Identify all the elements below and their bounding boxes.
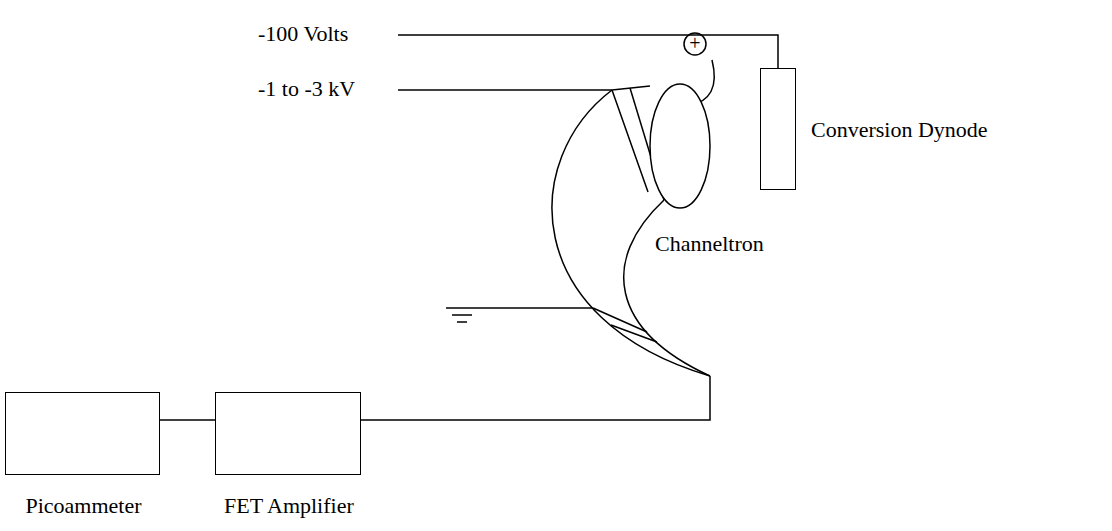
signal-wire bbox=[160, 419, 215, 421]
hv-wire bbox=[398, 89, 612, 91]
signal-wire bbox=[361, 376, 710, 420]
dynode-wire bbox=[398, 35, 778, 68]
channeltron-outline bbox=[624, 200, 710, 376]
voltage-label: -100 Volts bbox=[258, 22, 348, 46]
channeltron: Channeltron bbox=[530, 80, 790, 376]
channeltron-outline bbox=[530, 80, 790, 376]
channeltron-band bbox=[612, 90, 648, 192]
ground-symbol bbox=[457, 321, 467, 323]
node-label: Picoammeter bbox=[25, 494, 141, 518]
node-label: Channeltron bbox=[655, 232, 764, 256]
ion-symbol bbox=[684, 33, 706, 55]
conversion-dynode: Conversion Dynode bbox=[760, 68, 796, 190]
fet-amplifier-box: FET Amplifier bbox=[215, 392, 361, 475]
ground-symbol bbox=[452, 314, 472, 316]
ground-symbol bbox=[446, 307, 478, 309]
node-label: FET Amplifier bbox=[224, 494, 354, 518]
node-label: Conversion Dynode bbox=[811, 118, 988, 142]
channeltron-mouth bbox=[650, 84, 710, 208]
ion-charge: + bbox=[689, 32, 700, 54]
picoammeter-box: Picoammeter bbox=[5, 392, 160, 475]
ground-wire bbox=[478, 307, 593, 309]
channeltron-band bbox=[611, 325, 657, 342]
voltage-label: -1 to -3 kV bbox=[258, 77, 355, 101]
